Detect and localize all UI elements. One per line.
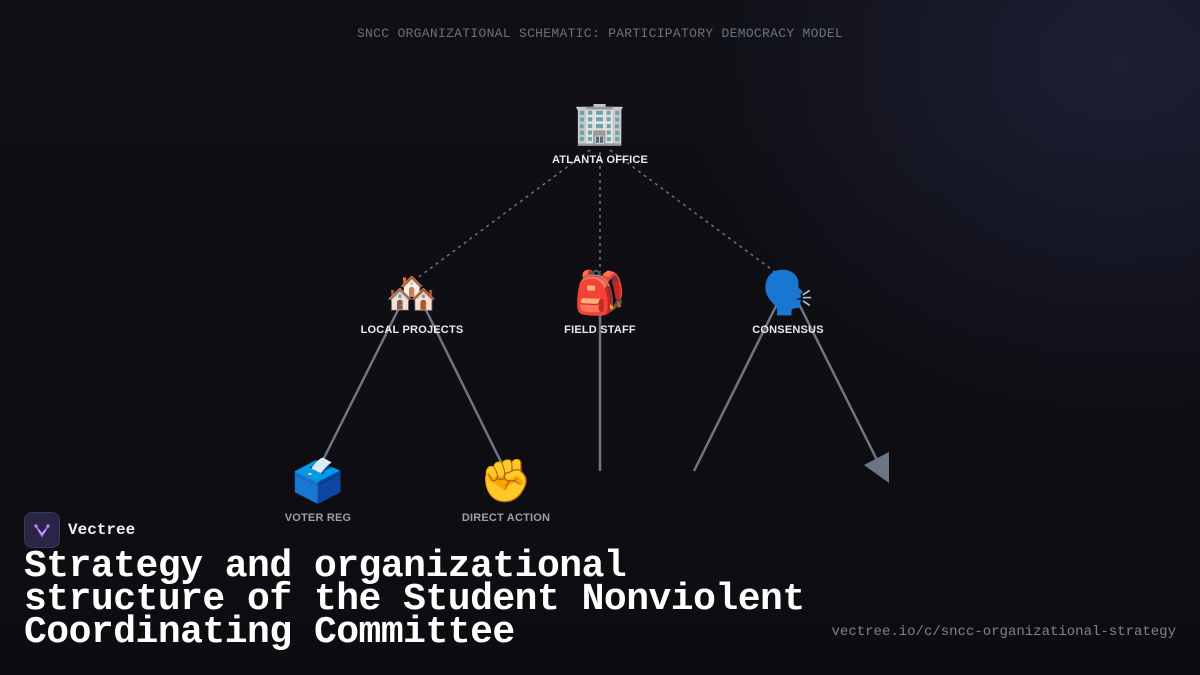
diagram-title: SNCC ORGANIZATIONAL SCHEMATIC: PARTICIPA… xyxy=(356,26,844,41)
node-voter-reg: 🗳️ VOTER REG xyxy=(228,456,408,524)
node-atlanta-office: 🏢 ATLANTA OFFICE xyxy=(510,98,690,166)
edge-consensus-left xyxy=(692,303,779,472)
node-label-voter-reg: VOTER REG xyxy=(284,512,352,524)
office-building-icon: 🏢 xyxy=(573,98,627,147)
node-label-direct-action: DIRECT ACTION xyxy=(461,512,551,524)
brand[interactable]: Vectree xyxy=(24,512,135,548)
vectree-logo-icon xyxy=(24,512,60,548)
edge-atlanta-local xyxy=(411,149,591,283)
speaking-head-icon: 🗣️ xyxy=(761,268,815,317)
page-url[interactable]: vectree.io/c/sncc-organizational-strateg… xyxy=(831,624,1176,640)
node-local-projects: 🏘️ LOCAL PROJECTS xyxy=(322,268,502,336)
backpack-icon: 🎒 xyxy=(573,268,627,317)
node-label-field-staff: FIELD STAFF xyxy=(564,324,636,336)
houses-icon: 🏘️ xyxy=(385,268,439,317)
edge-local-direct xyxy=(422,305,505,467)
edge-consensus-right xyxy=(797,303,880,463)
node-direct-action: ✊ DIRECT ACTION xyxy=(416,456,596,524)
edge-atlanta-consensus xyxy=(609,149,776,273)
page-title: Strategy and organizational structure of… xyxy=(24,545,805,654)
raised-fist-icon: ✊ xyxy=(479,456,533,505)
node-label-local-projects: LOCAL PROJECTS xyxy=(360,324,464,336)
edge-local-voter xyxy=(318,305,402,467)
brand-name: Vectree xyxy=(68,521,136,539)
node-label-atlanta-office: ATLANTA OFFICE xyxy=(551,154,649,166)
node-label-consensus: CONSENSUS xyxy=(752,324,824,336)
arrowhead-icon xyxy=(864,452,889,483)
node-field-staff: 🎒 FIELD STAFF xyxy=(510,268,690,336)
node-consensus: 🗣️ CONSENSUS xyxy=(698,268,878,336)
ballot-box-icon: 🗳️ xyxy=(291,456,345,505)
